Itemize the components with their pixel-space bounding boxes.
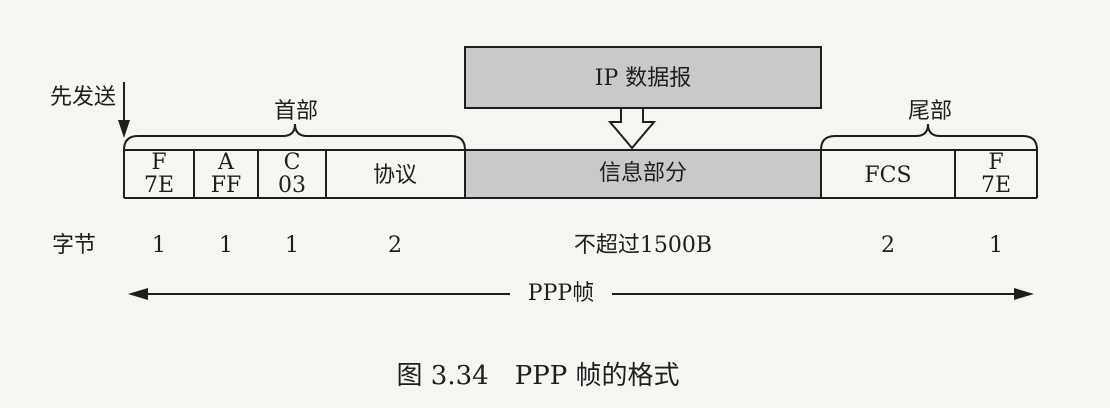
info-field-shade: [465, 150, 821, 198]
field-control-name: C: [283, 150, 301, 175]
field-flag-end-name: F: [988, 150, 1004, 175]
send-first-arrow-head: [118, 120, 130, 138]
byte-count: 2: [881, 233, 895, 258]
ip-datagram-label: IP 数据报: [594, 66, 692, 91]
figure-caption: 图 3.34 PPP 帧的格式: [396, 361, 680, 391]
byte-count: 1: [219, 233, 233, 258]
byte-count: 1: [152, 233, 166, 258]
frame-span-arrow-head-left: [128, 288, 148, 300]
byte-count: 不超过1500B: [573, 233, 713, 258]
field-protocol-name: 协议: [372, 163, 418, 188]
field-control-value: 03: [278, 173, 306, 198]
byte-count: 2: [388, 233, 402, 258]
field-address-value: FF: [210, 173, 242, 198]
trailer-brace: [820, 123, 1038, 151]
encapsulation-arrow: [607, 107, 657, 150]
byte-count: 1: [989, 233, 1003, 258]
field-flag-end-value: 7E: [980, 173, 1012, 198]
field-flag-start-value: 7E: [143, 173, 175, 198]
byte-row-label: 字节: [52, 233, 97, 258]
frame-span-label: PPP帧: [527, 281, 595, 306]
field-fcs-name: FCS: [864, 163, 912, 188]
ip-datagram-box: [464, 46, 822, 109]
field-flag-start-name: F: [151, 150, 167, 175]
frame-span-arrow-head-right: [1014, 288, 1034, 300]
field-info-name: 信息部分: [598, 161, 688, 186]
header-brace: [123, 123, 466, 151]
send-first-label: 先发送: [50, 85, 117, 110]
field-address-name: A: [218, 150, 234, 175]
byte-count: 1: [285, 233, 299, 258]
trailer-label: 尾部: [907, 99, 953, 124]
header-label: 首部: [273, 99, 319, 124]
